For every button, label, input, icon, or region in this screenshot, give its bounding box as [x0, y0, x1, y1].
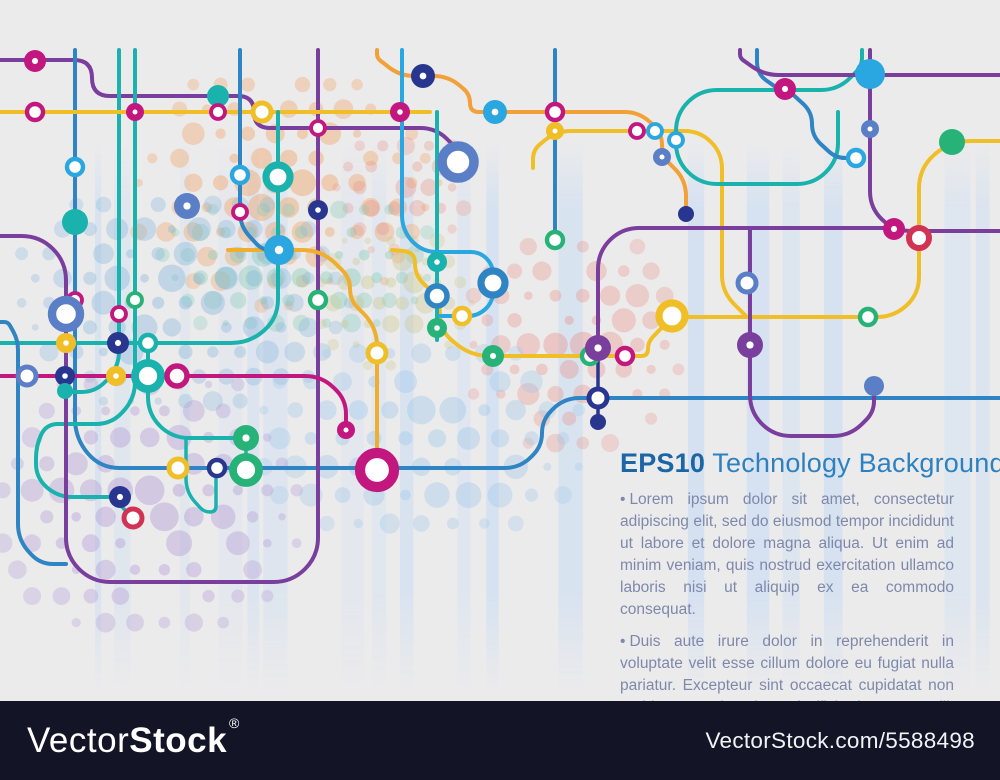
title-rest: Technology Background — [705, 448, 1000, 478]
watermark-bar: VectorStock® VectorStock.com/5588498 — [0, 701, 1000, 780]
text-block: EPS10 Technology Background •Lorem ipsum… — [620, 448, 1000, 741]
technology-background-artwork — [0, 48, 1000, 692]
registered-mark-icon: ® — [229, 714, 240, 731]
bullet-icon: • — [620, 633, 626, 650]
page-title: EPS10 Technology Background — [620, 448, 1000, 479]
logo-light: Vector — [27, 720, 130, 760]
vectorstock-logo: VectorStock® — [27, 715, 239, 761]
watermark-url: VectorStock.com/5588498 — [705, 727, 975, 753]
title-brand: EPS10 — [620, 448, 706, 478]
bullet-icon: • — [620, 491, 626, 508]
logo-bold: Stock — [129, 720, 228, 760]
paragraph-1: •Lorem ipsum dolor sit amet, consectetur… — [620, 489, 954, 621]
paragraph-1-text: Lorem ipsum dolor sit amet, consectetur … — [620, 491, 954, 618]
